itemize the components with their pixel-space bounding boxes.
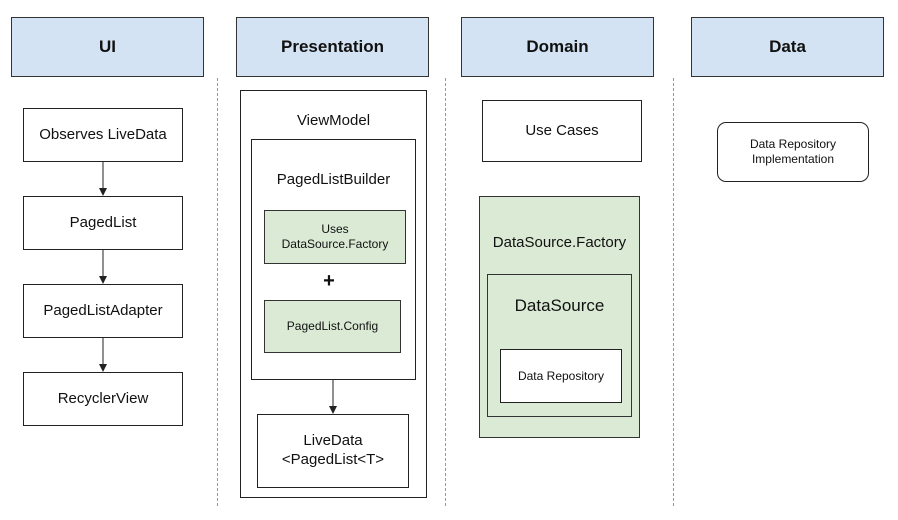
pagedlist-label: PagedList bbox=[69, 213, 137, 231]
uses-datasource-factory-box: Uses DataSource.Factory bbox=[264, 210, 406, 264]
pagedlist-box: PagedList bbox=[23, 196, 183, 250]
data-repository-implementation-label: Data Repository Implementation bbox=[749, 137, 837, 166]
pagedlist-config-box: PagedList.Config bbox=[264, 300, 401, 353]
data-repository-implementation-box: Data Repository Implementation bbox=[717, 122, 869, 182]
recyclerview-box: RecyclerView bbox=[23, 372, 183, 426]
livedata-pagedlist-label: LiveData <PagedList<T> bbox=[281, 432, 385, 468]
plus-sign: + bbox=[323, 270, 335, 292]
data-column-header: Data bbox=[691, 17, 884, 77]
observes-livedata-box: Observes LiveData bbox=[23, 108, 183, 162]
uses-datasource-factory-label: Uses DataSource.Factory bbox=[281, 222, 389, 251]
datasource-label: DataSource bbox=[514, 296, 605, 315]
ui-column-header: UI bbox=[11, 17, 204, 77]
domain-column-header: Domain bbox=[461, 17, 654, 77]
use-cases-box: Use Cases bbox=[482, 100, 642, 162]
domain-column-title: Domain bbox=[526, 37, 589, 57]
column-divider bbox=[445, 78, 446, 506]
data-repository-box: Data Repository bbox=[500, 349, 622, 403]
column-divider bbox=[217, 78, 218, 506]
presentation-column-header: Presentation bbox=[236, 17, 429, 77]
pagedlistadapter-box: PagedListAdapter bbox=[23, 284, 183, 338]
use-cases-label: Use Cases bbox=[525, 121, 599, 139]
pagedlistadapter-label: PagedListAdapter bbox=[43, 301, 163, 319]
pagedlist-config-label: PagedList.Config bbox=[286, 319, 379, 333]
data-column-title: Data bbox=[769, 37, 806, 57]
data-repository-label: Data Repository bbox=[517, 368, 605, 383]
presentation-column-title: Presentation bbox=[281, 37, 384, 57]
ui-column-title: UI bbox=[99, 37, 116, 57]
livedata-pagedlist-box: LiveData <PagedList<T> bbox=[257, 414, 409, 488]
viewmodel-label: ViewModel bbox=[296, 112, 371, 129]
column-divider bbox=[673, 78, 674, 506]
datasource-factory-label: DataSource.Factory bbox=[492, 234, 627, 251]
pagedlistbuilder-label: PagedListBuilder bbox=[276, 171, 391, 188]
recyclerview-label: RecyclerView bbox=[57, 389, 149, 407]
observes-livedata-label: Observes LiveData bbox=[39, 125, 167, 143]
